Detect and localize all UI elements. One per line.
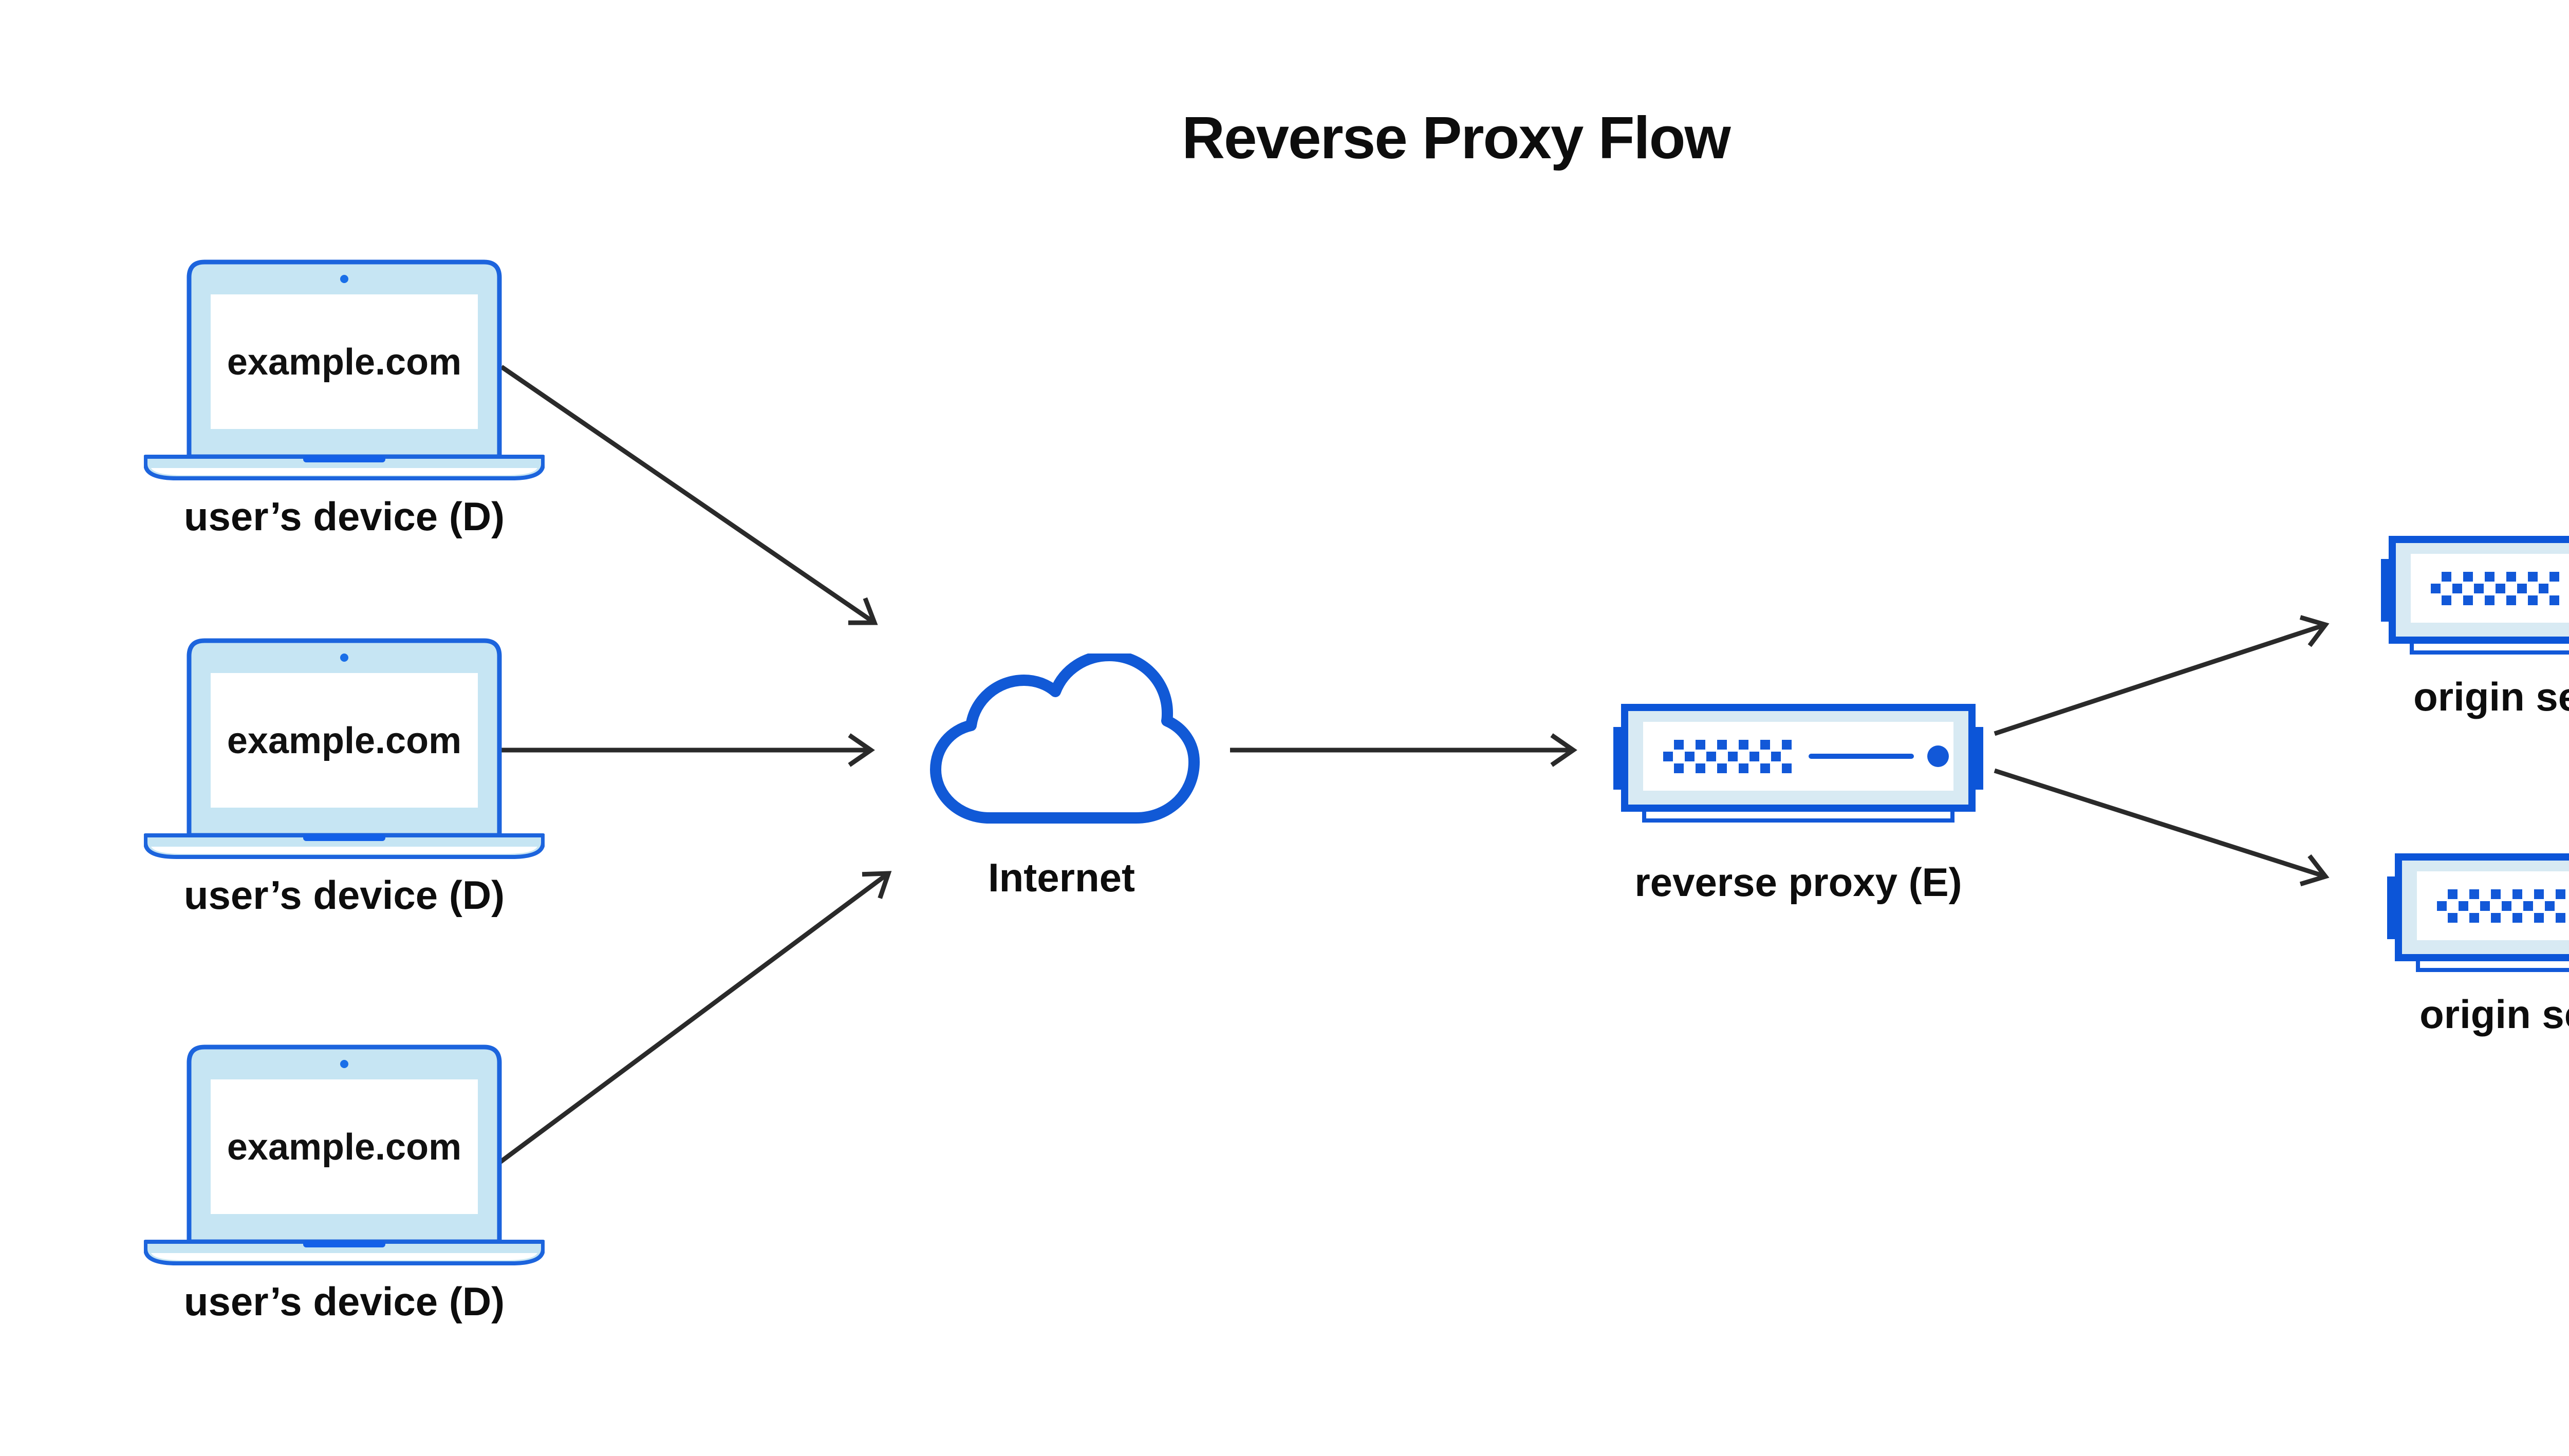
laptop-base-lip <box>151 468 537 475</box>
device-3-label: user’s device (D) <box>183 1279 505 1324</box>
laptop-base-notch <box>303 834 385 841</box>
cloud-shape <box>930 654 1200 824</box>
device-screen-text: example.com <box>227 720 461 761</box>
server-vent-dots <box>2437 889 2565 923</box>
server-icon <box>2387 853 2569 972</box>
node-user-device-1: example.com user’s device (D) <box>144 259 545 536</box>
reverse-proxy-label: reverse proxy (E) <box>1634 860 1962 905</box>
laptop-icon: example.com <box>144 1044 545 1265</box>
server-power-dot <box>1927 745 1949 767</box>
arrow-device1-to-internet <box>500 365 878 625</box>
origin-server-1-label: origin server (F) <box>2413 674 2569 719</box>
laptop-screen <box>211 294 478 429</box>
laptop-base-lip <box>151 847 537 854</box>
laptop-icon: example.com <box>144 638 545 859</box>
node-reverse-proxy: reverse proxy (E) <box>1613 702 1983 902</box>
camera-dot-icon <box>340 1060 348 1068</box>
server-vent-dots <box>1663 740 1792 773</box>
node-user-device-2: example.com user’s device (D) <box>144 638 545 915</box>
device-screen-text: example.com <box>227 1127 461 1168</box>
internet-label: Internet <box>988 855 1135 900</box>
node-internet: Internet <box>918 654 1205 898</box>
laptop-icon: example.com <box>144 259 545 480</box>
arrow-device3-to-internet <box>498 871 892 1165</box>
camera-dot-icon <box>340 275 348 283</box>
cloud-icon <box>930 654 1200 824</box>
server-icon <box>2381 536 2569 655</box>
node-user-device-3: example.com user’s device (D) <box>144 1044 545 1321</box>
server-vent-dots <box>2431 572 2559 605</box>
device-screen-text: example.com <box>227 342 461 383</box>
laptop-screen <box>211 673 478 808</box>
device-2-label: user’s device (D) <box>183 872 505 918</box>
node-origin-server-2: origin server (F) <box>2387 852 2569 1034</box>
laptop-screen <box>211 1079 478 1214</box>
laptop-base-lip <box>151 1253 537 1260</box>
device-1-label: user’s device (D) <box>183 494 505 539</box>
origin-server-2-label: origin server (F) <box>2419 992 2569 1037</box>
node-origin-server-1: origin server (F) <box>2381 534 2569 717</box>
server-icon <box>1613 704 1983 823</box>
camera-dot-icon <box>340 654 348 662</box>
arrow-proxy-to-origin1 <box>1994 615 2330 736</box>
laptop-base-notch <box>303 1241 385 1247</box>
laptop-base-notch <box>303 456 385 462</box>
arrow-proxy-to-origin2 <box>1994 768 2330 887</box>
page-title: Reverse Proxy Flow <box>1182 104 1731 171</box>
